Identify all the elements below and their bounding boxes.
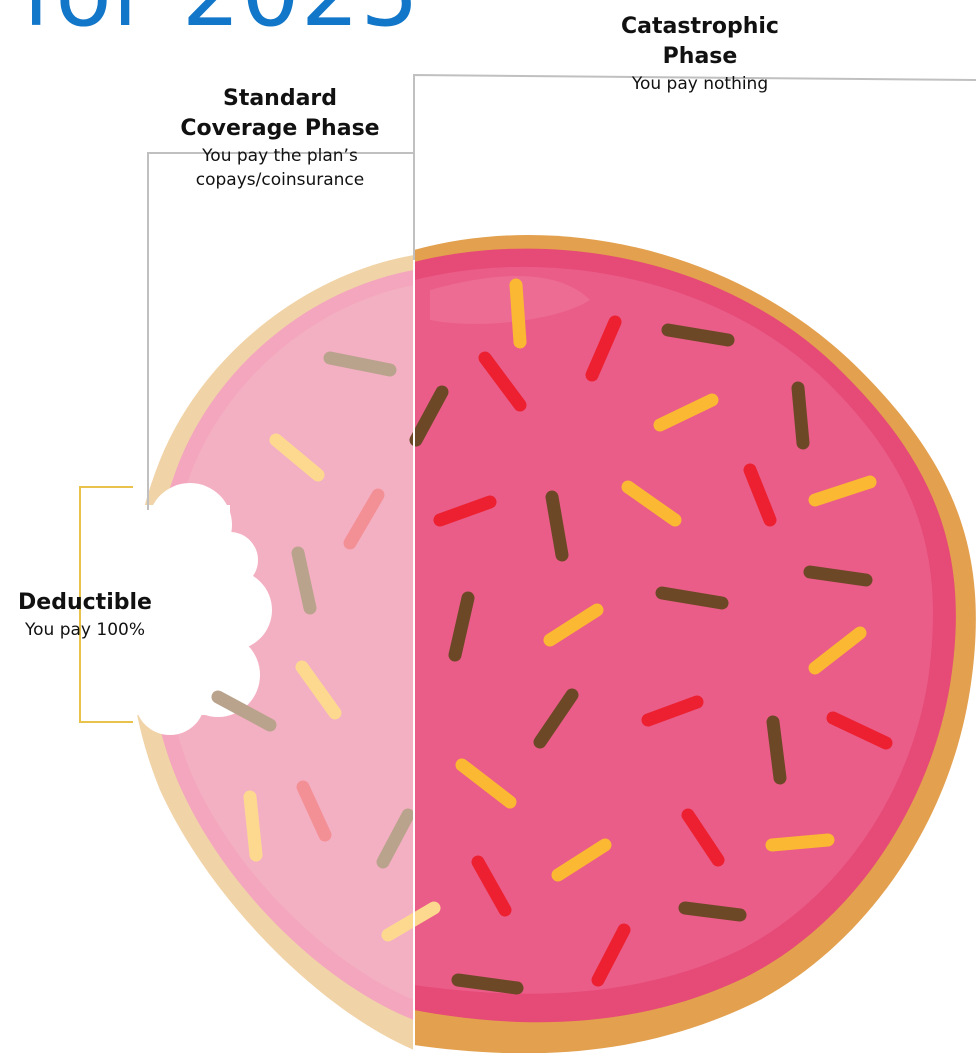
deductible-label: Deductible You pay 100%	[0, 588, 170, 642]
standard-half	[128, 255, 414, 1050]
catastrophic-desc: You pay nothing	[590, 72, 810, 96]
catastrophic-title-line2: Phase	[590, 42, 810, 72]
standard-desc-line2: copays/coinsurance	[150, 168, 410, 192]
standard-phase-label: Standard Coverage Phase You pay the plan…	[150, 84, 410, 192]
catastrophic-title-line1: Catastrophic	[590, 12, 810, 42]
catastrophic-phase-label: Catastrophic Phase You pay nothing	[590, 12, 810, 96]
standard-title-line2: Coverage Phase	[150, 114, 410, 144]
deductible-title: Deductible	[0, 588, 170, 618]
standard-title-line1: Standard	[150, 84, 410, 114]
catastrophic-half	[414, 235, 976, 1053]
standard-desc-line1: You pay the plan’s	[150, 144, 410, 168]
deductible-desc: You pay 100%	[0, 618, 170, 642]
